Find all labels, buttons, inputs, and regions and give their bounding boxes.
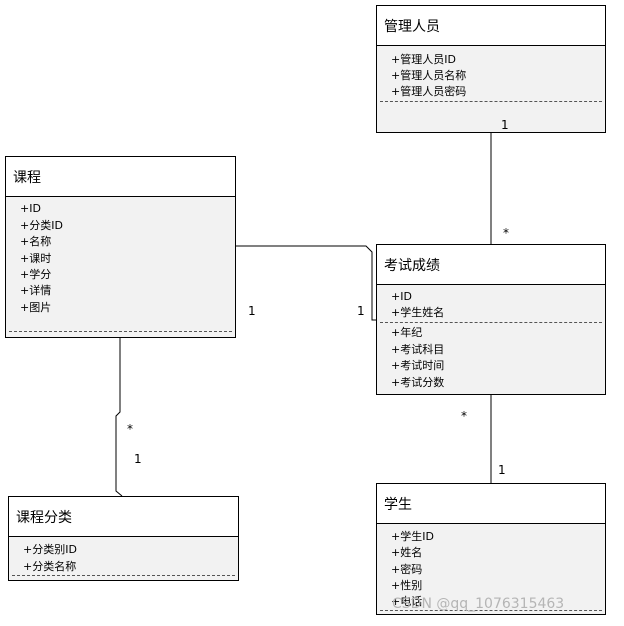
exam-divider: [380, 322, 602, 323]
attr-course-category-id: +分类ID: [20, 219, 63, 232]
attr-course-image: +图片: [20, 301, 52, 314]
attr-category-name: +分类名称: [23, 560, 77, 573]
attr-exam-subject: +考试科目: [391, 343, 445, 356]
course-divider: [9, 331, 232, 332]
class-admin-body: +管理人员ID +管理人员名称 +管理人员密码: [377, 46, 605, 132]
mult-course-category-star: *: [127, 422, 133, 436]
class-admin[interactable]: 管理人员 +管理人员ID +管理人员名称 +管理人员密码: [376, 5, 606, 133]
mult-student-side: 1: [498, 463, 506, 477]
class-exam-score[interactable]: 考试成绩 +ID +学生姓名 +年纪 +考试科目 +考试时间 +考试分数: [376, 244, 606, 395]
admin-divider: [380, 101, 602, 102]
class-category-body: +分类别ID +分类名称: [9, 537, 238, 580]
course-exam-connector: [236, 245, 376, 321]
category-divider: [12, 575, 235, 576]
class-student[interactable]: 学生 +学生ID +姓名 +密码 +性别 +电话: [376, 483, 606, 615]
watermark-text: CSDN @qq_1076315463: [392, 596, 565, 612]
mult-exam-admin-side: *: [503, 226, 509, 240]
class-student-body: +学生ID +姓名 +密码 +性别 +电话: [377, 524, 605, 614]
course-category-connector: [115, 338, 123, 497]
class-student-title: 学生: [377, 484, 605, 524]
attr-admin-id: +管理人员ID: [391, 53, 456, 66]
student-divider: [380, 610, 602, 611]
class-course-category[interactable]: 课程分类 +分类别ID +分类名称: [8, 496, 239, 581]
attr-exam-score: +考试分数: [391, 376, 445, 389]
mult-exam-course-side: 1: [357, 304, 365, 318]
attr-admin-password: +管理人员密码: [391, 85, 467, 98]
attr-course-name: +名称: [20, 235, 52, 248]
class-course-body: +ID +分类ID +名称 +课时 +学分 +详情 +图片: [6, 197, 235, 337]
class-category-title: 课程分类: [9, 497, 238, 537]
attr-student-name: +姓名: [391, 546, 423, 559]
class-course[interactable]: 课程 +ID +分类ID +名称 +课时 +学分 +详情 +图片: [5, 156, 236, 338]
attr-course-id: +ID: [20, 202, 41, 215]
attr-student-id: +学生ID: [391, 530, 434, 543]
attr-exam-student-name: +学生姓名: [391, 306, 445, 319]
attr-exam-grade: +年纪: [391, 326, 423, 339]
attr-course-details: +详情: [20, 284, 52, 297]
mult-course-exam-side: 1: [248, 304, 256, 318]
attr-exam-id: +ID: [391, 290, 412, 303]
attr-course-credits: +学分: [20, 268, 52, 281]
attr-exam-time: +考试时间: [391, 359, 445, 372]
class-course-title: 课程: [6, 157, 235, 197]
attr-student-gender: +性别: [391, 579, 423, 592]
class-exam-body: +ID +学生姓名 +年纪 +考试科目 +考试时间 +考试分数: [377, 285, 605, 394]
mult-exam-student-star: *: [461, 409, 467, 423]
class-exam-title: 考试成绩: [377, 245, 605, 285]
class-admin-title: 管理人员: [377, 6, 605, 46]
attr-student-password: +密码: [391, 563, 423, 576]
attr-admin-name: +管理人员名称: [391, 69, 467, 82]
attr-category-id: +分类别ID: [23, 543, 77, 556]
mult-course-category-one: 1: [134, 452, 142, 466]
attr-student-phone: +电话: [391, 595, 423, 608]
attr-course-hours: +课时: [20, 252, 52, 265]
mult-admin-side: 1: [501, 118, 509, 132]
